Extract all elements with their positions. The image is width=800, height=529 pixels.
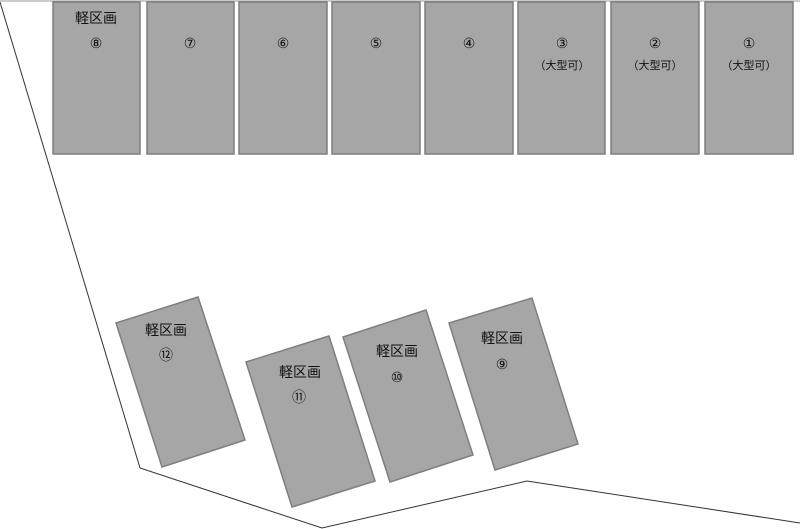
large-vehicle-note: （大型可） <box>535 58 590 72</box>
space-number: ⑪ <box>292 390 306 406</box>
space-number: ⑧ <box>90 36 103 52</box>
space-type-label: 軽区画 <box>481 331 523 347</box>
space-number: ⑤ <box>370 36 383 52</box>
parking-space-1[interactable]: ① （大型可） <box>704 1 794 155</box>
space-type-label: 軽区画 <box>279 365 321 381</box>
space-number: ⑨ <box>496 357 509 373</box>
parking-space-12[interactable]: 軽区画 ⑫ <box>115 296 246 468</box>
parking-space-4[interactable]: ④ <box>424 1 514 155</box>
space-number: ① <box>743 36 756 52</box>
space-number: ⑫ <box>159 348 173 364</box>
parking-space-9[interactable]: 軽区画 ⑨ <box>448 297 579 471</box>
parking-space-2[interactable]: ② （大型可） <box>610 1 700 155</box>
space-number: ④ <box>463 36 476 52</box>
parking-space-3[interactable]: ③ （大型可） <box>517 1 606 155</box>
space-number: ② <box>649 36 662 52</box>
parking-space-8[interactable]: 軽区画 ⑧ <box>52 1 141 155</box>
space-number: ⑥ <box>277 36 290 52</box>
parking-space-10[interactable]: 軽区画 ⑩ <box>342 309 474 483</box>
parking-space-7[interactable]: ⑦ <box>146 1 235 155</box>
space-type-label: 軽区画 <box>75 11 117 27</box>
space-number: ⑦ <box>184 36 197 52</box>
parking-space-5[interactable]: ⑤ <box>331 1 421 155</box>
parking-space-11[interactable]: 軽区画 ⑪ <box>245 335 376 508</box>
space-type-label: 軽区画 <box>376 344 418 360</box>
space-number: ③ <box>556 36 569 52</box>
large-vehicle-note: （大型可） <box>628 58 683 72</box>
parking-space-6[interactable]: ⑥ <box>238 1 328 155</box>
space-number: ⑩ <box>391 370 404 386</box>
large-vehicle-note: （大型可） <box>722 58 777 72</box>
space-type-label: 軽区画 <box>145 323 187 339</box>
